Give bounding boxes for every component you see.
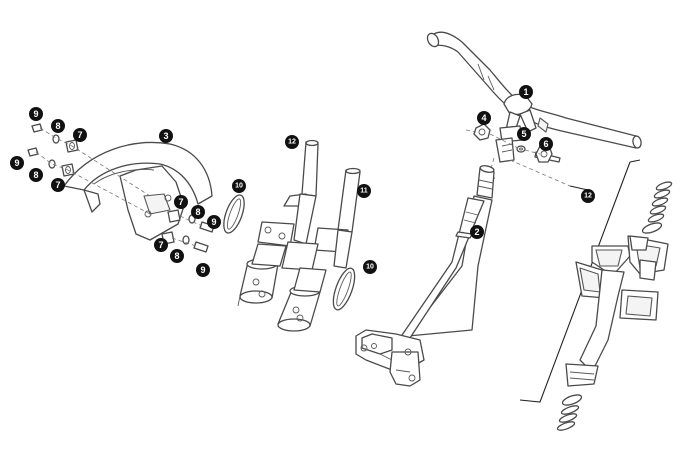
callout-12b-label: 12 bbox=[584, 193, 592, 200]
callout-8a: 8 bbox=[51, 119, 65, 133]
callout-7a-label: 7 bbox=[77, 130, 82, 140]
callout-12a: 12 bbox=[285, 135, 299, 149]
callout-7d: 7 bbox=[154, 238, 168, 252]
callout-8d-label: 8 bbox=[174, 251, 179, 261]
callout-8b: 8 bbox=[29, 168, 43, 182]
callout-2-label: 2 bbox=[474, 227, 479, 237]
fender-hardware-lower bbox=[161, 209, 215, 253]
callout-6: 6 bbox=[539, 137, 553, 151]
callout-9b: 9 bbox=[10, 156, 24, 170]
fork-boot-upper bbox=[223, 194, 245, 234]
callout-8c-label: 8 bbox=[195, 207, 200, 217]
callout-5: 5 bbox=[517, 127, 531, 141]
clamp-washer bbox=[516, 145, 526, 153]
frame-bracket bbox=[519, 159, 669, 403]
callout-8b-label: 8 bbox=[33, 170, 38, 180]
callout-7c-label: 7 bbox=[178, 197, 183, 207]
callout-9b-label: 9 bbox=[14, 158, 19, 168]
callout-7b-label: 7 bbox=[55, 180, 60, 190]
upper-spring-stack bbox=[641, 181, 673, 234]
right-fork-leg bbox=[277, 167, 361, 332]
lower-triple-clamp bbox=[355, 329, 425, 387]
callout-9c-label: 9 bbox=[211, 217, 216, 227]
fork-boot-lower bbox=[332, 267, 356, 311]
lower-spring-stack bbox=[556, 394, 583, 431]
callout-7d-label: 7 bbox=[158, 240, 163, 250]
left-fork-leg bbox=[237, 139, 319, 307]
callout-12b: 12 bbox=[581, 189, 595, 203]
handlebar bbox=[426, 31, 642, 163]
callout-10a: 10 bbox=[232, 179, 246, 193]
steering-stem bbox=[399, 165, 495, 339]
callout-1-label: 1 bbox=[523, 87, 528, 97]
callout-9d: 9 bbox=[196, 263, 210, 277]
callout-7a: 7 bbox=[73, 128, 87, 142]
callout-8a-label: 8 bbox=[55, 121, 60, 131]
callout-2: 2 bbox=[470, 225, 484, 239]
callout-8d: 8 bbox=[170, 249, 184, 263]
callout-1: 1 bbox=[519, 85, 533, 99]
callout-8c: 8 bbox=[191, 205, 205, 219]
callout-11: 11 bbox=[357, 184, 371, 198]
callout-10b-label: 10 bbox=[366, 264, 374, 271]
callout-10b: 10 bbox=[363, 260, 377, 274]
callout-10a-label: 10 bbox=[235, 183, 243, 190]
callout-9d-label: 9 bbox=[200, 265, 205, 275]
callout-3-label: 3 bbox=[163, 131, 168, 141]
callout-3: 3 bbox=[159, 129, 173, 143]
callout-7b: 7 bbox=[51, 178, 65, 192]
callout-11-label: 11 bbox=[360, 188, 368, 195]
callout-7c: 7 bbox=[174, 195, 188, 209]
callout-6-label: 6 bbox=[543, 139, 548, 149]
callout-4: 4 bbox=[477, 111, 491, 125]
callout-9c: 9 bbox=[207, 215, 221, 229]
clamp-nut bbox=[473, 123, 491, 141]
callout-9a: 9 bbox=[29, 107, 43, 121]
callout-12a-label: 12 bbox=[288, 139, 296, 146]
front-fender bbox=[63, 141, 213, 241]
callout-5-label: 5 bbox=[521, 129, 526, 139]
callout-9a-label: 9 bbox=[33, 109, 38, 119]
callout-4-label: 4 bbox=[481, 113, 486, 123]
